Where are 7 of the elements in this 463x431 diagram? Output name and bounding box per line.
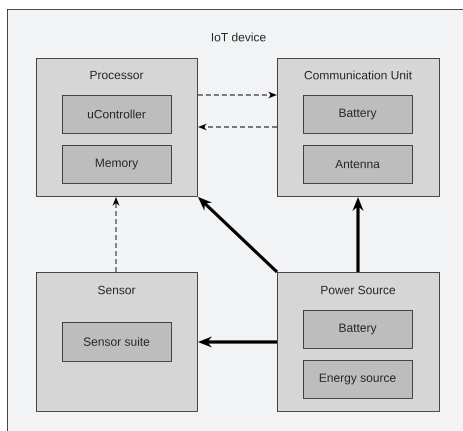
part-box: Sensor suite [62, 322, 172, 362]
part-box: Battery [303, 310, 413, 349]
part-box: Battery [303, 95, 413, 134]
part-box: Antenna [303, 145, 413, 184]
part-box: Energy source [303, 360, 413, 399]
part-box: Memory [62, 145, 172, 184]
part-box: uController [62, 95, 172, 134]
